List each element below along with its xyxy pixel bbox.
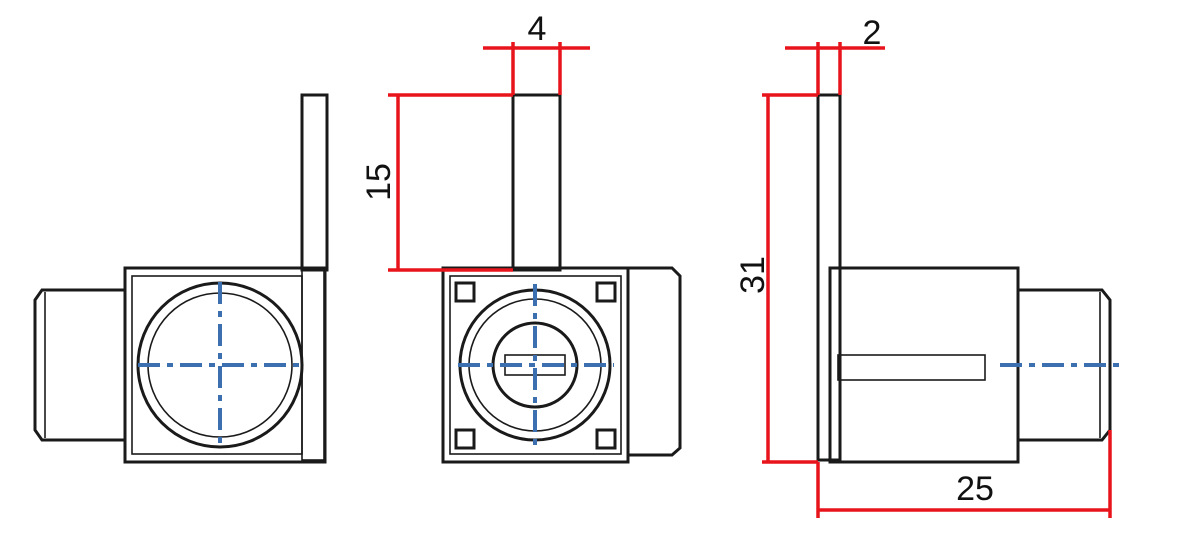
- dimension-lines: [388, 42, 1112, 518]
- dim-shaft-width: 4: [528, 10, 547, 48]
- dim-plate-thickness: 2: [863, 14, 882, 52]
- dim-body-length: 25: [956, 470, 994, 508]
- left-view: [33, 93, 329, 464]
- dim-shaft-height: 15: [360, 163, 398, 201]
- side-view: [816, 93, 1122, 464]
- front-view: [441, 93, 682, 464]
- dim-total-height: 31: [734, 256, 772, 294]
